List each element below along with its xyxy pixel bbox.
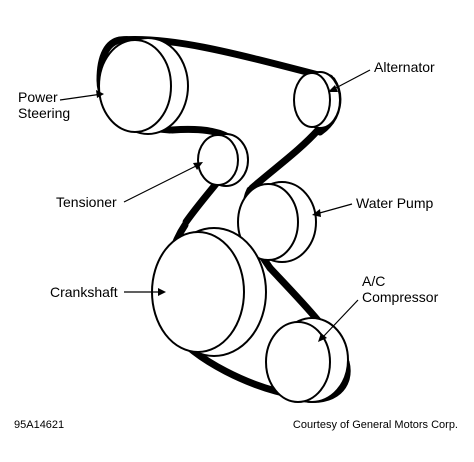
- label-power-steering-line1: Power: [18, 89, 58, 105]
- leader-tensioner: [123, 162, 203, 203]
- water-pump-pulley: [237, 181, 317, 263]
- label-water-pump: Water Pump: [356, 195, 433, 211]
- label-ac-line1: A/C: [362, 273, 385, 289]
- leader-crankshaft: [124, 288, 166, 296]
- leader-ac-compressor: [318, 299, 359, 342]
- leader-water-pump: [312, 203, 353, 217]
- label-crankshaft: Crankshaft: [50, 284, 118, 300]
- leader-alternator: [328, 69, 371, 92]
- label-alternator: Alternator: [374, 59, 435, 75]
- power-steering-pulley: [98, 37, 189, 135]
- leader-power-steering: [59, 90, 104, 101]
- credit-line: Courtesy of General Motors Corp.: [293, 419, 458, 431]
- ac-compressor-pulley: [265, 317, 349, 403]
- label-power-steering-line2: Steering: [18, 105, 70, 121]
- label-ac-line2: Compressor: [362, 289, 439, 305]
- tensioner-pulley: [197, 133, 249, 187]
- figure-id: 95A14621: [14, 419, 64, 431]
- alternator-pulley: [293, 71, 341, 129]
- label-tensioner: Tensioner: [56, 194, 117, 210]
- crankshaft-pulley: [151, 227, 267, 357]
